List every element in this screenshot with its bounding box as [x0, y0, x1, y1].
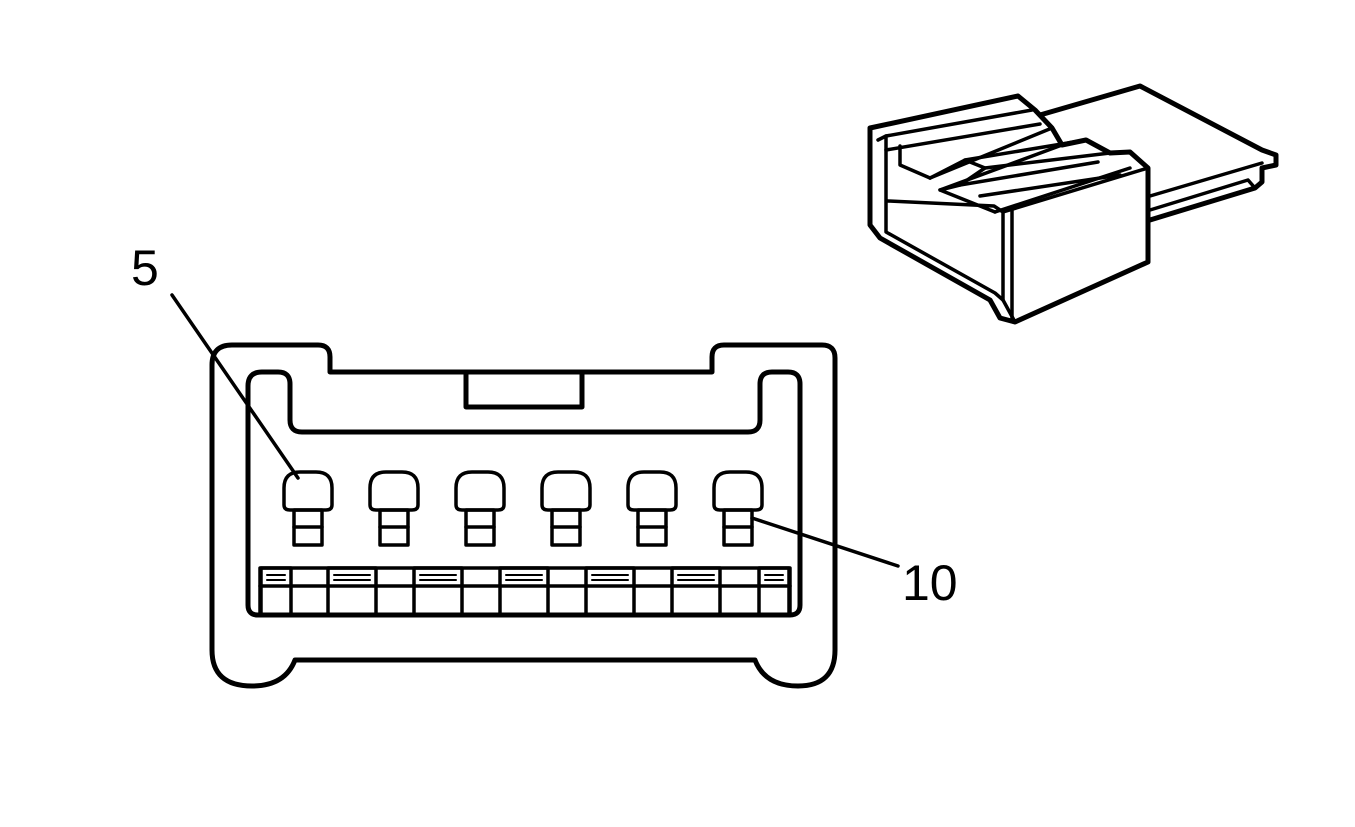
pin-cavity — [368, 470, 420, 547]
latch-slot-frame — [498, 566, 550, 617]
pin-cavity-head — [282, 470, 334, 512]
callout-label-pin-5: 5 — [131, 240, 159, 296]
connector-rear-body — [1037, 83, 1279, 223]
latch-slot — [259, 566, 293, 617]
connector-latch-ramp — [928, 158, 997, 214]
latch-slot — [412, 566, 464, 617]
pin-cavity — [540, 470, 592, 547]
pin-cavity — [454, 470, 506, 547]
leader-line-pin-10 — [750, 516, 900, 568]
pin-cavity-head — [626, 470, 678, 512]
latch-slot-frame — [326, 566, 378, 617]
pin-cavity — [282, 470, 334, 547]
latch-slot — [670, 566, 722, 617]
connector-front-face — [1001, 166, 1150, 214]
latch-slot-frame — [584, 566, 636, 617]
callout-label-pin-10: 10 — [902, 555, 958, 611]
connector-front-opening — [876, 134, 1005, 302]
latch-slot-frame — [670, 566, 722, 617]
latch-slots — [259, 566, 791, 617]
connector-inner-cavity — [245, 369, 803, 618]
connector-latch-rib-4 — [993, 166, 1132, 214]
pin-cavities — [282, 470, 764, 547]
callout-pin-5: 5 — [131, 240, 300, 480]
latch-slot-frame — [259, 566, 293, 617]
pin-cavity — [712, 470, 764, 547]
leader-line-pin-5 — [170, 293, 300, 480]
connector-rear-edge-bottom — [1148, 178, 1257, 212]
latch-slot — [498, 566, 550, 617]
connector-isometric-view — [867, 83, 1279, 325]
connector-latch-rib-3 — [958, 138, 1122, 198]
latch-slot-frame — [412, 566, 464, 617]
latch-slot — [326, 566, 378, 617]
connector-keyway — [463, 369, 585, 410]
connector-latch-rib-1 — [884, 108, 1042, 180]
connector-outer-housing — [209, 342, 838, 689]
latch-slot-frame — [757, 566, 791, 617]
pin-cavity-head — [454, 470, 506, 512]
latch-slot — [757, 566, 791, 617]
pin-cavity-head — [540, 470, 592, 512]
connector-face — [209, 342, 838, 689]
callout-pin-10: 10 — [750, 516, 958, 611]
pin-cavity-head — [368, 470, 420, 512]
pin-cavity-head — [712, 470, 764, 512]
latch-slot — [584, 566, 636, 617]
connector-front-housing — [867, 93, 1151, 325]
connector-rear-edge-top — [1148, 161, 1264, 198]
pin-cavity — [626, 470, 678, 547]
